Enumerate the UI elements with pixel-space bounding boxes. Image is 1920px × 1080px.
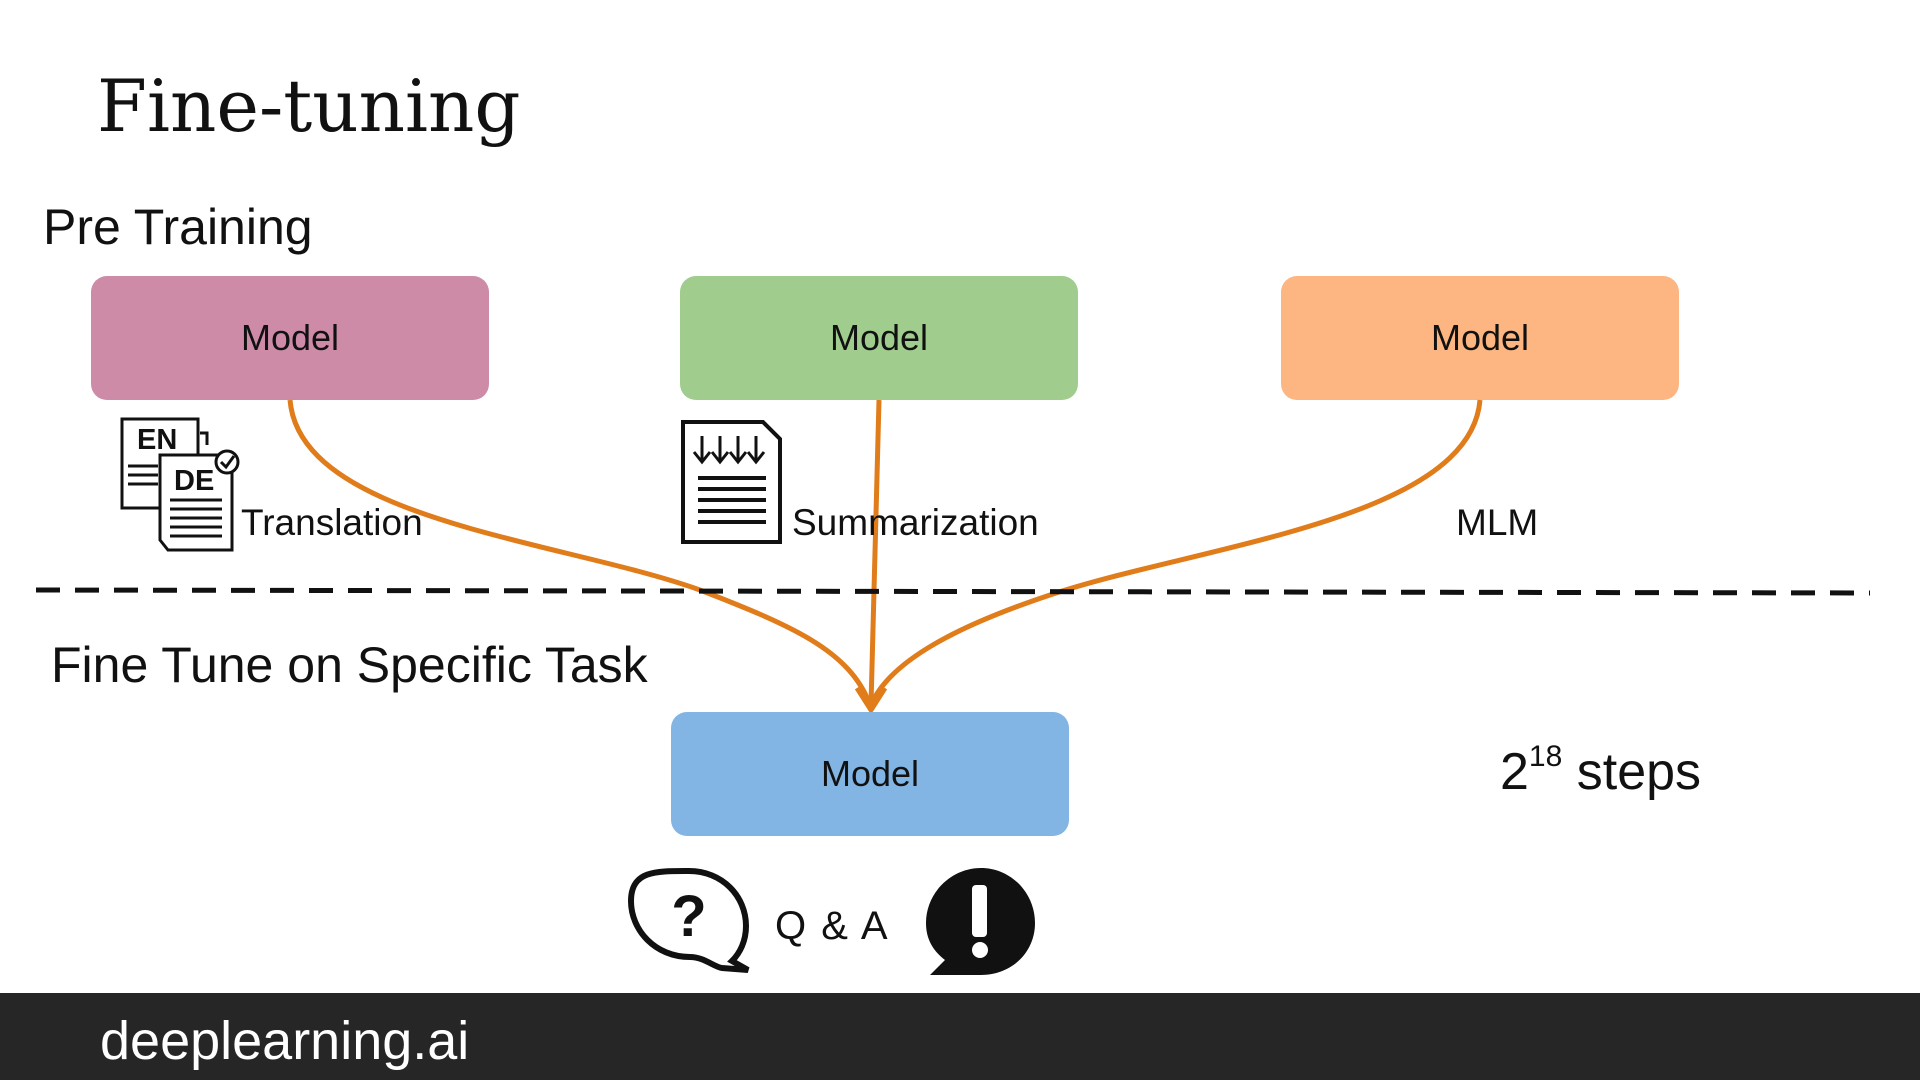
model-label: Model <box>829 317 929 358</box>
training-steps: 218 steps <box>1500 742 1702 801</box>
exclamation-bubble-icon <box>926 868 1035 975</box>
steps-base: 2 <box>1500 743 1529 801</box>
svg-text:?: ? <box>671 884 706 949</box>
finetune-model: Model <box>671 712 1069 836</box>
arrow-summarization-to-finetune <box>868 399 882 706</box>
pretrain-model-mlm: Model <box>1281 276 1679 400</box>
task-label-summarization: Summarization <box>792 502 1039 543</box>
target-language-label: DE <box>174 465 215 497</box>
steps-exponent: 18 <box>1528 740 1563 773</box>
model-label: Model <box>1430 317 1530 358</box>
model-label: Model <box>820 753 920 794</box>
footer-brand: deeplearning.ai <box>100 1011 470 1071</box>
source-language-label: EN <box>137 424 178 456</box>
pretrain-model-translation: Model <box>91 276 489 400</box>
arrowhead <box>854 686 888 713</box>
slide-title: Fine-tuning <box>97 64 521 148</box>
question-bubble-icon: ? <box>627 867 750 973</box>
finetune-label: Fine Tune on Specific Task <box>51 637 648 693</box>
model-label: Model <box>240 317 340 358</box>
summarization-icon <box>681 420 782 544</box>
pretraining-label: Pre Training <box>43 199 313 255</box>
task-label-qa: Q & A <box>775 904 890 948</box>
footer-bar <box>0 993 1920 1080</box>
section-divider <box>35 587 1871 596</box>
pretrain-model-summarization: Model <box>680 276 1078 400</box>
arrow-translation-to-finetune <box>287 399 873 706</box>
steps-suffix: steps <box>1562 743 1702 801</box>
arrow-mlm-to-finetune <box>868 399 1483 706</box>
task-label-translation: Translation <box>241 502 423 543</box>
task-label-mlm: MLM <box>1456 502 1539 543</box>
translation-icon <box>120 417 240 552</box>
